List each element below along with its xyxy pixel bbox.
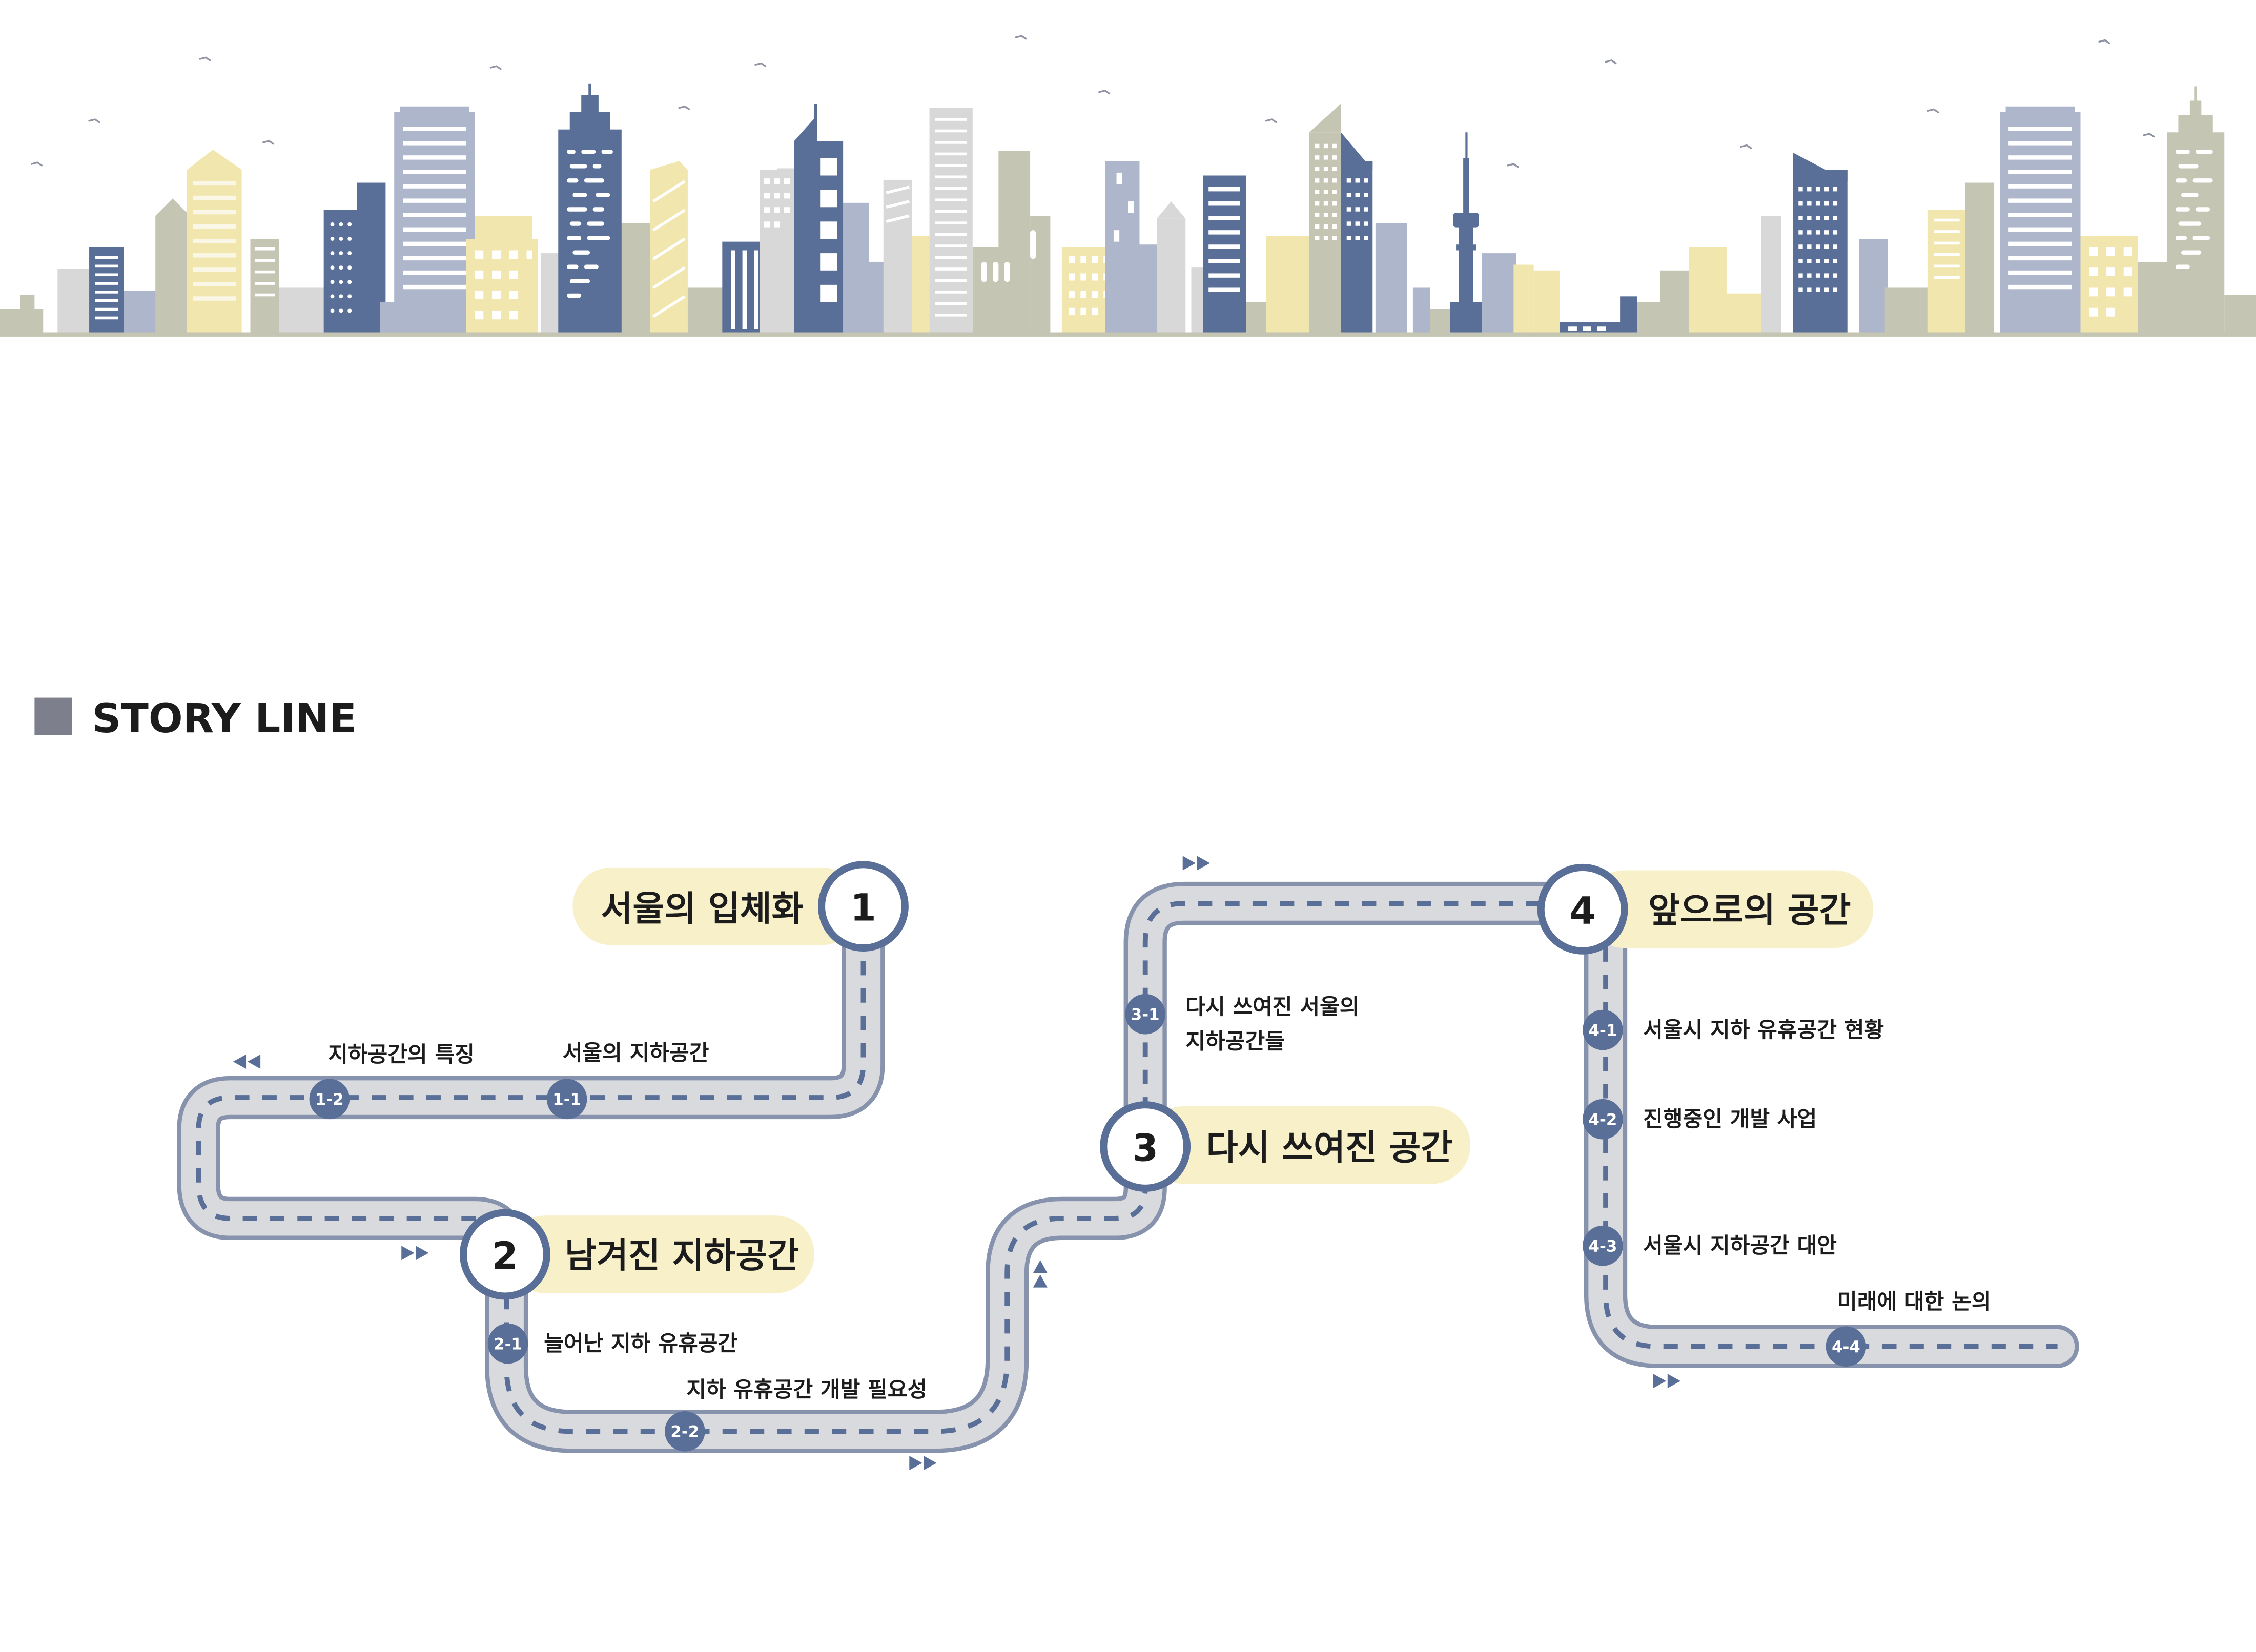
- substep-4-1-number: 4-1: [1589, 1021, 1617, 1040]
- substep-1-1-label: 서울의 지하공간: [563, 1040, 709, 1065]
- substep-1-2-number: 1-2: [315, 1090, 344, 1109]
- stage-2-pill: [506, 1215, 814, 1293]
- stage-4-pill: [1585, 870, 1874, 948]
- substep-4-3: 4-3: [1583, 1225, 1623, 1266]
- bird-icon: [31, 35, 2155, 168]
- substep-4-1: 4-1: [1583, 1009, 1623, 1050]
- substep-4-2-number: 4-2: [1589, 1110, 1617, 1129]
- substep-2-1: 2-1: [487, 1323, 528, 1364]
- substep-3-1-label-line1: 다시 쓰여진 서울의: [1185, 994, 1359, 1019]
- stage-4-title: 앞으로의 공간: [1648, 890, 1851, 931]
- arrow-right-icon: [1653, 1374, 1681, 1389]
- substep-4-3-number: 4-3: [1589, 1237, 1617, 1255]
- stage-2-title: 남겨진 지하공간: [565, 1235, 799, 1275]
- arrow-right-icon: [909, 1456, 937, 1471]
- substep-2-2-number: 2-2: [670, 1423, 699, 1441]
- arrow-right-icon: [1182, 856, 1211, 871]
- seoul-tower-icon: [1450, 132, 1482, 336]
- substep-4-4-number: 4-4: [1832, 1338, 1860, 1356]
- substep-4-3-label: 서울시 지하공간 대안: [1643, 1233, 1837, 1258]
- stage-1-pill: [572, 867, 860, 945]
- section-title: STORY LINE: [92, 695, 357, 742]
- stage-1-number: 1: [850, 886, 876, 930]
- arrow-right-icon: [401, 1246, 429, 1261]
- substep-2-1-label: 늘어난 지하 유휴공간: [544, 1331, 737, 1356]
- substep-4-2-label: 진행중인 개발 사업: [1643, 1106, 1817, 1131]
- stage-3: 다시 쓰여진 공간 3: [1100, 1101, 1471, 1192]
- substep-2-2: 2-2: [665, 1411, 705, 1452]
- stage-4-number: 4: [1570, 889, 1596, 933]
- substep-2-2-label: 지하 유휴공간 개발 필요성: [686, 1377, 927, 1402]
- substep-4-1-label: 서울시 지하 유휴공간 현황: [1643, 1017, 1884, 1042]
- stage-3-title: 다시 쓰여진 공간: [1206, 1127, 1453, 1168]
- stage-3-number: 3: [1132, 1127, 1158, 1170]
- section-marker: [34, 697, 72, 735]
- substep-3-1-label-line2: 지하공간들: [1185, 1029, 1285, 1054]
- substep-4-2: 4-2: [1583, 1099, 1623, 1140]
- city-skyline: [0, 83, 2256, 337]
- substep-2-1-number: 2-1: [494, 1335, 522, 1353]
- stage-1: 서울의 입체화 1: [572, 861, 909, 952]
- stage-4: 앞으로의 공간 4: [1537, 863, 1874, 955]
- substep-1-2-label: 지하공간의 특징: [328, 1042, 475, 1067]
- substep-1-1-number: 1-1: [552, 1090, 581, 1109]
- arrow-up-icon: [1033, 1260, 1048, 1288]
- arrow-left-icon: [233, 1054, 261, 1069]
- substep-3-1: 3-1: [1125, 994, 1165, 1035]
- stage-2: 남겨진 지하공간 2: [459, 1209, 814, 1300]
- substep-4-4-label: 미래에 대한 논의: [1837, 1289, 1992, 1314]
- stage-3-pill: [1145, 1106, 1471, 1184]
- substep-4-4: 4-4: [1826, 1326, 1867, 1367]
- substep-1-1: 1-1: [546, 1079, 587, 1120]
- stage-2-number: 2: [492, 1234, 518, 1278]
- substep-1-2: 1-2: [309, 1079, 350, 1120]
- stage-1-title: 서울의 입체화: [601, 889, 803, 929]
- substep-3-1-number: 3-1: [1131, 1005, 1160, 1024]
